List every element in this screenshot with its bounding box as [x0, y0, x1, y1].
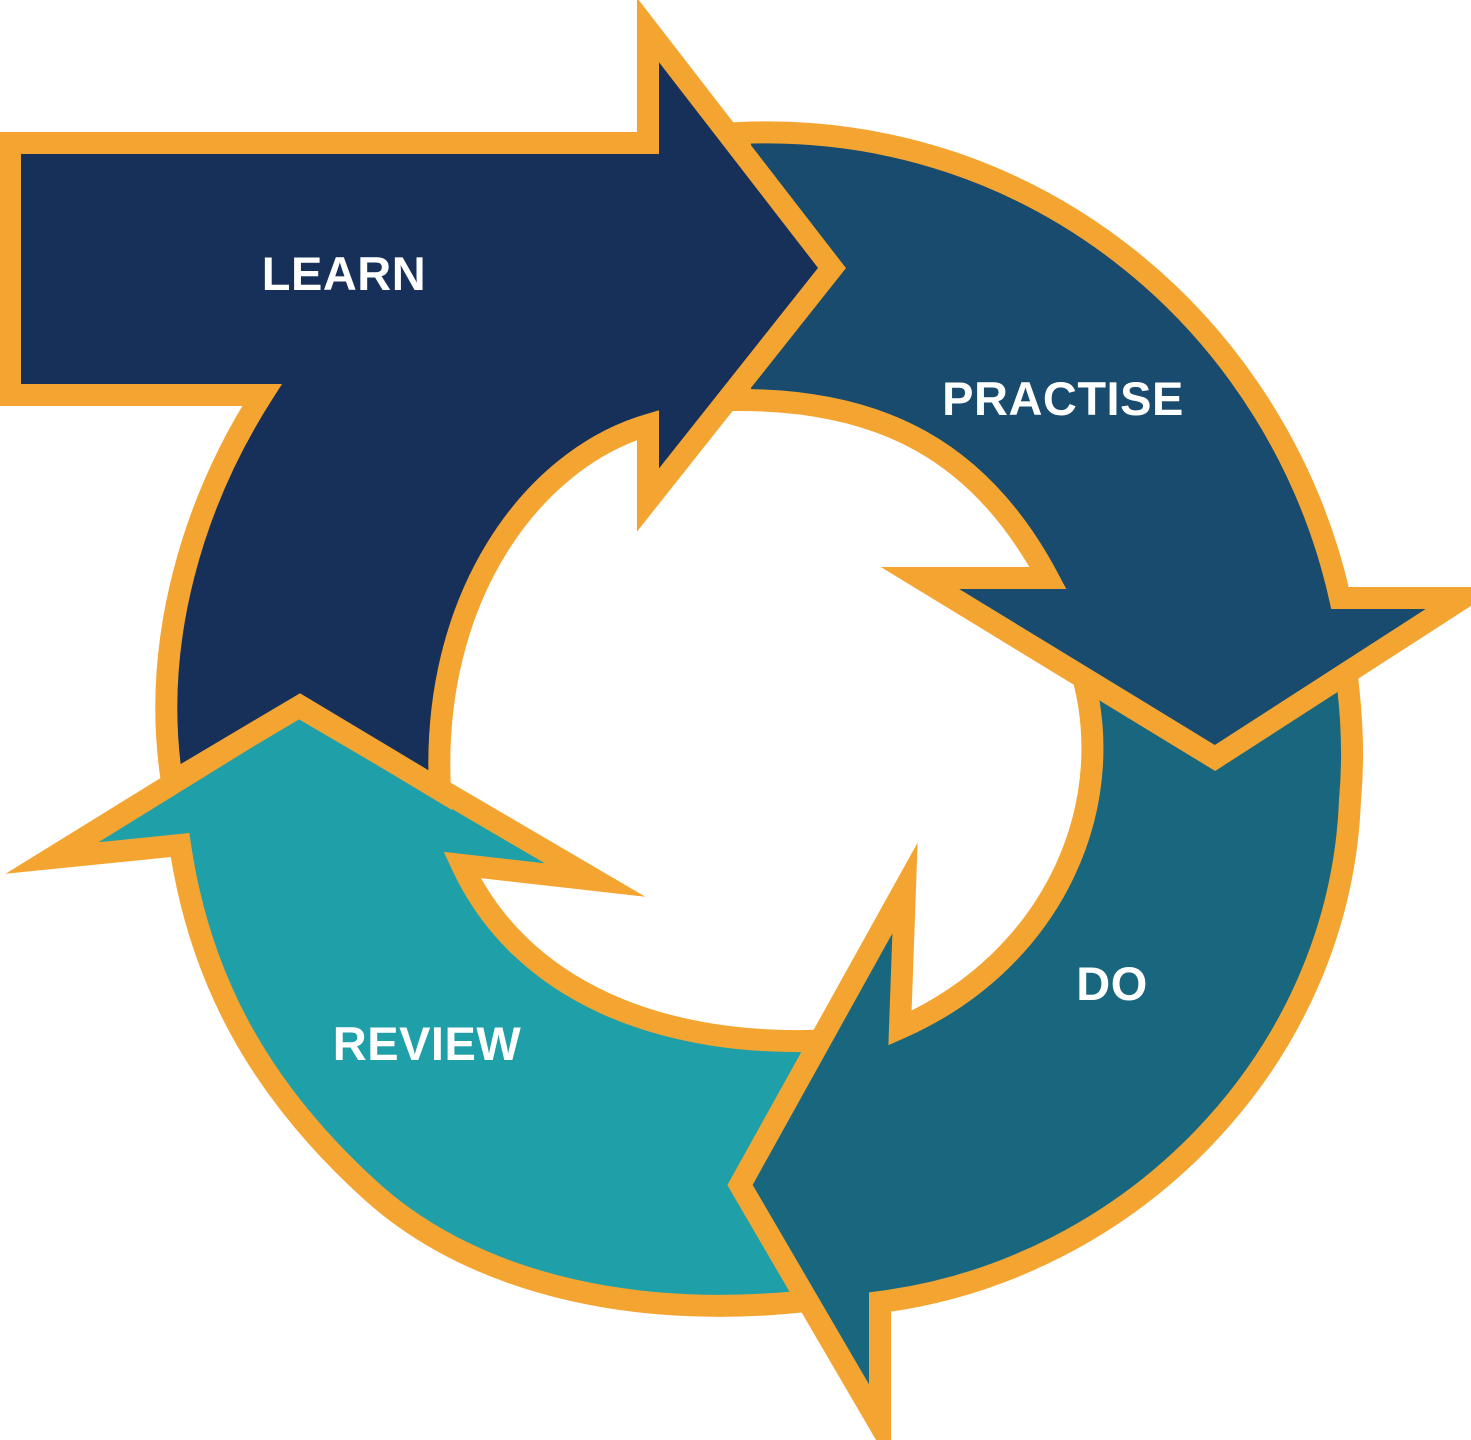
learn-label: LEARN: [262, 247, 426, 300]
learn-arrow: [0, 0, 846, 811]
practise-arrow: [729, 121, 1471, 771]
practise-label: PRACTISE: [942, 372, 1184, 425]
do-label: DO: [1076, 957, 1148, 1010]
review-label: REVIEW: [333, 1017, 522, 1070]
do-arrow: [727, 649, 1364, 1440]
review-arrow: [5, 693, 847, 1317]
